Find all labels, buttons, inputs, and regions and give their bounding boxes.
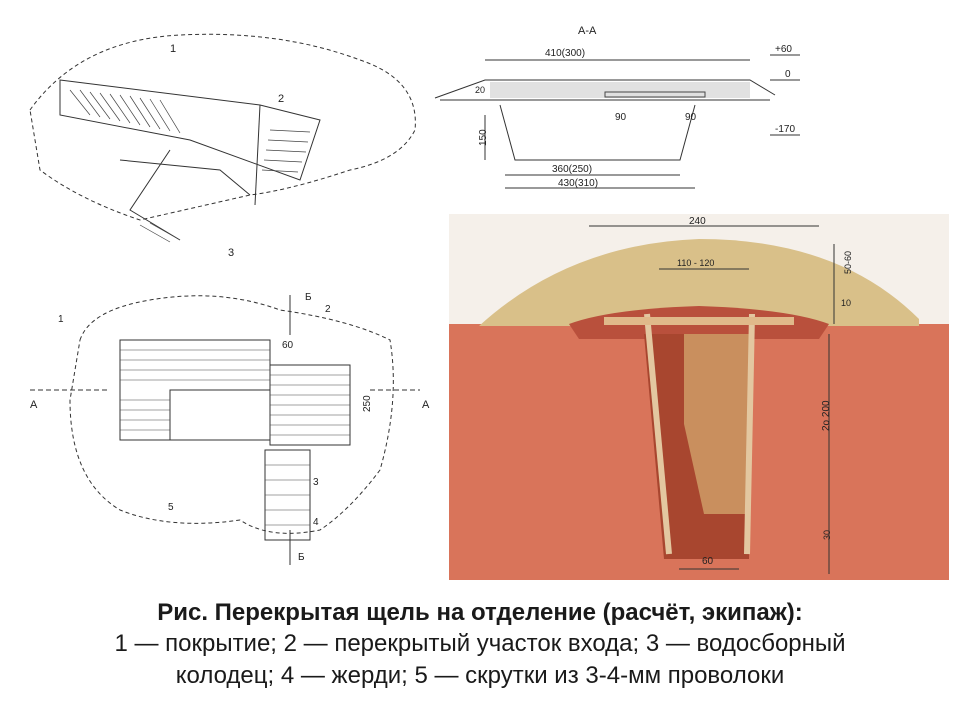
plan-cut-a-right: А <box>422 399 430 411</box>
plan-dim-250: 250 <box>362 395 373 412</box>
dim-beam-left: 90 <box>615 112 627 123</box>
iso-label-1: 1 <box>170 43 176 55</box>
caption-line-2: колодец; 4 — жерди; 5 — скрутки из 3-4-м… <box>175 662 785 689</box>
dim-top-width: 410(300) <box>545 48 585 59</box>
plan-cut-a-left: А <box>30 399 38 411</box>
plan-drawing: Б Б А А 60 250 1 2 3 4 5 <box>30 292 430 565</box>
caption-line-1: 1 — покрытие; 2 — перекрытый участок вхо… <box>114 630 846 657</box>
plan-label-4: 4 <box>313 517 319 528</box>
level-minus: -170 <box>775 124 795 135</box>
plan-label-1: 1 <box>58 314 64 325</box>
photo-dim-200: 2о 200 <box>821 400 832 431</box>
iso-label-3: 3 <box>228 247 234 259</box>
photo-dim-10: 10 <box>841 298 851 308</box>
dim-thickness: 20 <box>475 85 485 95</box>
dim-beam-right: 90 <box>685 112 697 123</box>
caption-title: Рис. Перекрытая щель на отделение (расчё… <box>157 599 803 626</box>
dim-bottom-outer: 430(310) <box>558 178 598 189</box>
plan-label-2: 2 <box>325 304 331 315</box>
isometric-drawing: 1 2 3 <box>29 33 416 259</box>
trench-illustration: 240 110 - 120 50-60 10 2о 200 30 60 <box>449 214 949 580</box>
earth-mound <box>479 239 919 326</box>
plan-dim-60: 60 <box>282 340 294 351</box>
dim-bottom-inner: 360(250) <box>552 164 592 175</box>
trench-wall <box>684 334 754 514</box>
plan-label-5: 5 <box>168 502 174 513</box>
photo-dim-110-120: 110 - 120 <box>677 258 714 268</box>
dim-depth: 150 <box>478 129 489 146</box>
photo-dim-30: 30 <box>822 530 832 540</box>
iso-label-2: 2 <box>278 93 284 105</box>
level-zero: 0 <box>785 69 791 80</box>
level-plus: +60 <box>775 44 792 55</box>
section-drawing: А-А 410(300) 360(250) 430(310) 150 20 90… <box>434 25 800 189</box>
photo-dim-50-60: 50-60 <box>843 251 853 274</box>
photo-dim-240: 240 <box>689 216 706 227</box>
photo-dim-60: 60 <box>702 556 714 567</box>
plan-label-3: 3 <box>313 477 319 488</box>
figure-caption: Рис. Перекрытая щель на отделение (расчё… <box>0 598 960 692</box>
plan-cut-b-bottom: Б <box>298 552 305 563</box>
plan-cut-b-top: Б <box>305 292 312 303</box>
section-title: А-А <box>578 25 597 37</box>
